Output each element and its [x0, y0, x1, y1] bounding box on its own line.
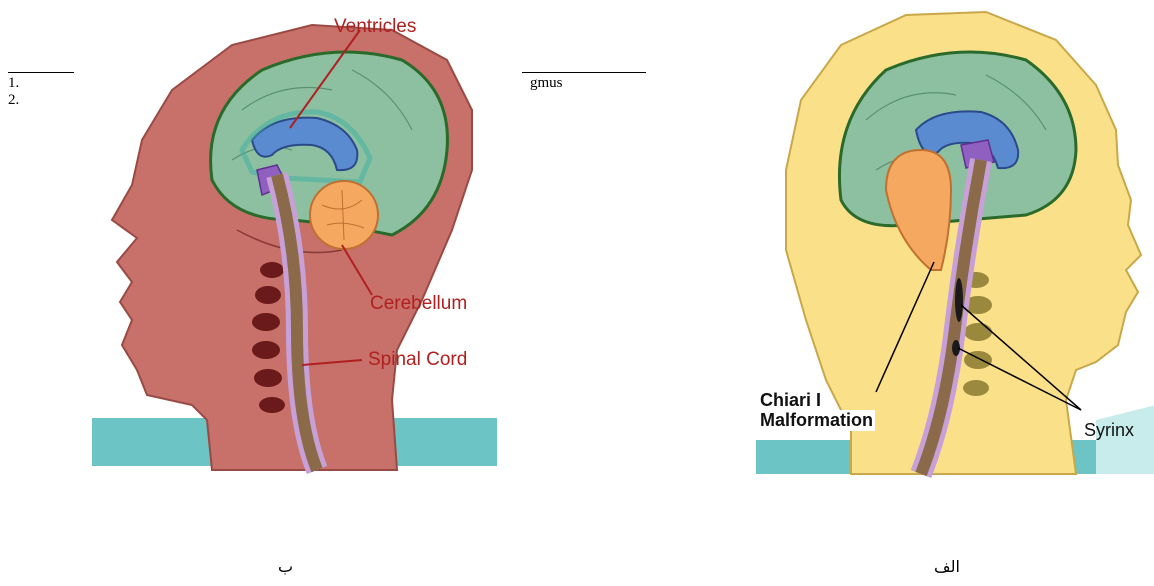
- footnote-number-1: 1.: [8, 75, 19, 92]
- syrinx-shape: [955, 278, 963, 322]
- label-ventricles: Ventricles: [334, 16, 416, 38]
- footnote-rule-right: [522, 72, 646, 73]
- label-spinal-cord: Spinal Cord: [368, 349, 467, 371]
- footnote-rule-left: [8, 72, 74, 73]
- label-cerebellum: Cerebellum: [370, 293, 467, 315]
- caption-right-figure: الف: [934, 557, 960, 576]
- label-chiari-line1: Chiari I: [758, 390, 823, 411]
- caption-left-figure: ب: [278, 557, 293, 576]
- footnote-partial-text: gmus: [530, 75, 563, 92]
- label-chiari-line2: Malformation: [758, 410, 875, 431]
- footnote-number-2: 2.: [8, 92, 19, 109]
- label-syrinx: Syrinx: [1084, 420, 1134, 441]
- normal-head-diagram: [92, 0, 502, 470]
